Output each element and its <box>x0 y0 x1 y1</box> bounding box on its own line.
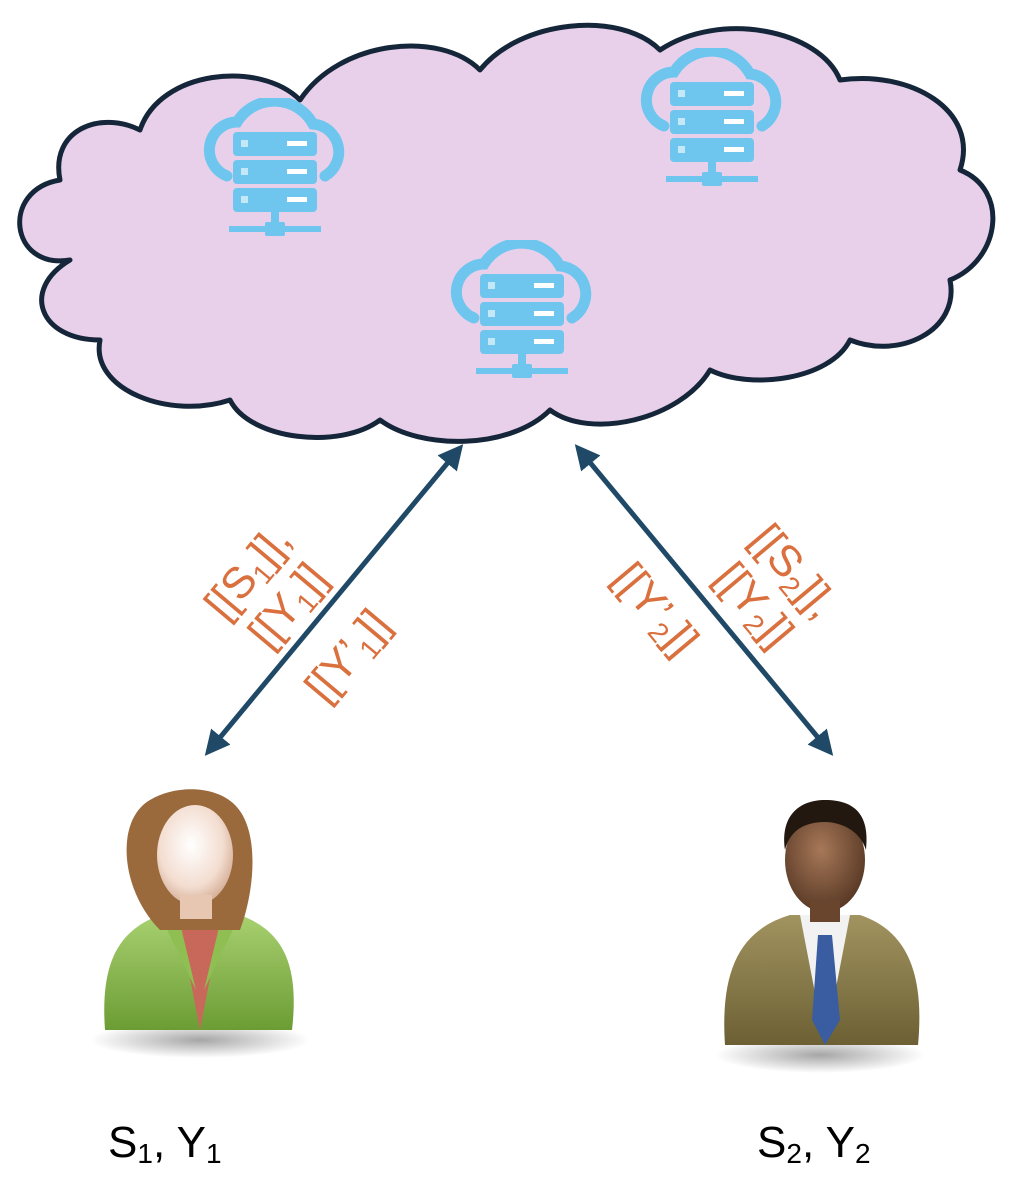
left-label-group: [[S1]], [[Y1]] [[Y’1]] <box>195 516 400 711</box>
woman-avatar-icon <box>90 789 310 1058</box>
arrow-left-user <box>204 444 464 756</box>
arrow-right-user <box>574 444 834 756</box>
right-label-y2-prime: [[Y’2]] <box>601 554 708 667</box>
user-1-caption: S1, Y1 <box>108 1118 222 1169</box>
user-2-caption: S2, Y2 <box>757 1118 871 1169</box>
cloud <box>17 22 996 444</box>
right-label-group: [[S2]], [[Y2]] [[Y’2]] <box>601 515 847 667</box>
man-avatar-icon <box>715 800 925 1073</box>
